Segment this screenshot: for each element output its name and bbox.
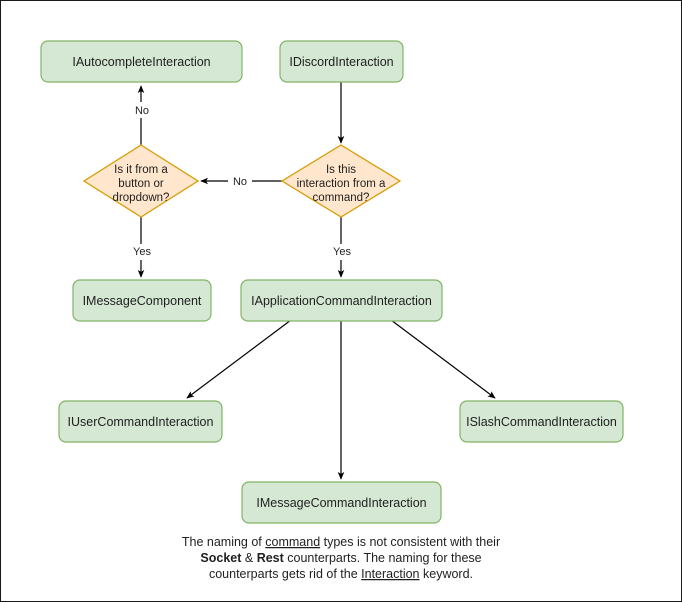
node-is-it-from-button-or-dropdown[interactable]: Is it from a button or dropdown? — [82, 144, 200, 218]
node-user-command-interaction[interactable]: IUserCommandInteraction — [58, 400, 223, 443]
node-autocomplete-interaction[interactable]: IAutocompleteInteraction — [40, 40, 243, 83]
diamond-label-line-1: Is it from a — [114, 164, 168, 176]
footer-note-line-1: The naming of command types is not consi… — [182, 535, 500, 549]
node-label-application-command-interaction: IApplicationCommandInteraction — [251, 294, 432, 308]
edge-label-no-vertical: No — [135, 105, 149, 117]
footer-line1-part2: types is not consistent with their — [320, 535, 500, 549]
edge-label-yes-right: Yes — [333, 246, 351, 258]
footer-line2-bold-socket: Socket — [200, 551, 242, 565]
footer-line2-rest: counterparts. The naming for these — [284, 551, 482, 565]
node-label-autocomplete-interaction: IAutocompleteInteraction — [72, 55, 210, 69]
edge-button-dropdown-to-autocomplete: No — [131, 85, 155, 146]
diamond-label-line-2-right: interaction from a — [297, 178, 386, 190]
node-slash-command-interaction[interactable]: ISlashCommandInteraction — [459, 400, 624, 443]
diamond-label-line-3-right: command? — [313, 192, 370, 204]
node-label-discord-interaction: IDiscordInteraction — [289, 55, 393, 69]
edge-from-command-to-button-dropdown: No — [200, 173, 285, 189]
edge-app-command-to-slash-command — [390, 319, 496, 399]
footer-line1-part1: The naming of — [182, 535, 265, 549]
footer-line2-mid: & — [241, 551, 256, 565]
node-label-message-component: IMessageComponent — [83, 294, 202, 308]
edge-button-dropdown-to-message-component: Yes — [129, 217, 155, 278]
node-label-slash-command-interaction: ISlashCommandInteraction — [466, 415, 617, 429]
node-is-this-interaction-from-a-command[interactable]: Is this interaction from a command? — [280, 144, 402, 218]
footer-line3-part1: counterparts gets rid of the — [209, 567, 361, 581]
edge-label-yes-left: Yes — [133, 246, 151, 258]
footer-note-line-2: Socket & Rest counterparts. The naming f… — [200, 551, 481, 565]
node-message-component[interactable]: IMessageComponent — [72, 279, 212, 322]
footer-line1-underline-command: command — [265, 535, 320, 549]
footer-note: The naming of command types is not consi… — [182, 535, 500, 581]
edge-label-no-horizontal: No — [233, 176, 247, 188]
edge-app-command-to-user-command — [186, 319, 292, 399]
node-discord-interaction[interactable]: IDiscordInteraction — [279, 40, 404, 83]
footer-line3-underline-interaction: Interaction — [361, 567, 419, 581]
footer-line2-bold-rest: Rest — [257, 551, 285, 565]
node-label-user-command-interaction: IUserCommandInteraction — [68, 415, 214, 429]
diamond-label-line-2: button or — [118, 178, 164, 190]
node-label-message-command-interaction: IMessageCommandInteraction — [256, 496, 426, 510]
footer-note-line-3: counterparts gets rid of the Interaction… — [209, 567, 473, 581]
diamond-label-line-3: dropdown? — [113, 192, 170, 204]
footer-line3-part2: keyword. — [420, 567, 474, 581]
diamond-label-line-1-right: Is this — [326, 164, 356, 176]
edge-from-command-to-app-command: Yes — [329, 217, 355, 278]
node-application-command-interaction[interactable]: IApplicationCommandInteraction — [240, 279, 443, 322]
node-message-command-interaction[interactable]: IMessageCommandInteraction — [241, 481, 442, 524]
